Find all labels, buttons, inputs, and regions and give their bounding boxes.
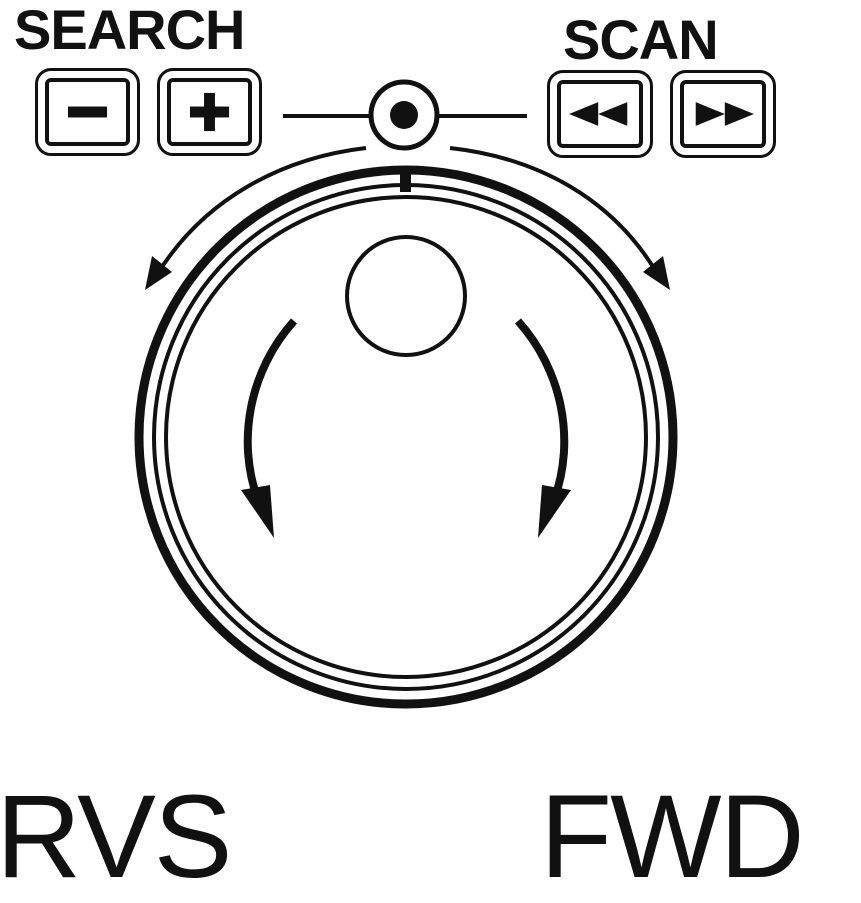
minus-icon: [67, 106, 108, 118]
shuttle-reverse-arrow: [158, 146, 367, 272]
dial-inner-ring: [164, 195, 648, 679]
search-minus-button[interactable]: [35, 68, 140, 156]
scan-label: SCAN: [563, 8, 719, 71]
dial-finger-dimple: [345, 235, 467, 357]
plus-icon: [189, 92, 230, 132]
scan-rewind-button[interactable]: [547, 70, 653, 158]
rewind-icon: [569, 102, 628, 126]
fast-forward-icon: [695, 102, 754, 126]
jog-forward-arrow: [515, 318, 569, 502]
shuttle-forward-arrow: [449, 146, 657, 272]
search-label: SEARCH: [14, 0, 245, 61]
shuttle-reverse-arrowhead: [145, 256, 172, 290]
jog-reverse-arrow: [243, 318, 297, 502]
indicator-knob-inner: [390, 101, 418, 129]
scan-fast-forward-button[interactable]: [670, 70, 776, 158]
dial-tick-mark: [400, 170, 411, 192]
jog-reverse-arrowhead: [241, 485, 274, 538]
jog-forward-arrowhead: [538, 485, 571, 538]
forward-label: FWD: [540, 771, 805, 903]
reverse-label: RVS: [0, 771, 232, 903]
search-plus-button[interactable]: [157, 68, 262, 156]
shuttle-forward-arrowhead: [643, 256, 670, 290]
